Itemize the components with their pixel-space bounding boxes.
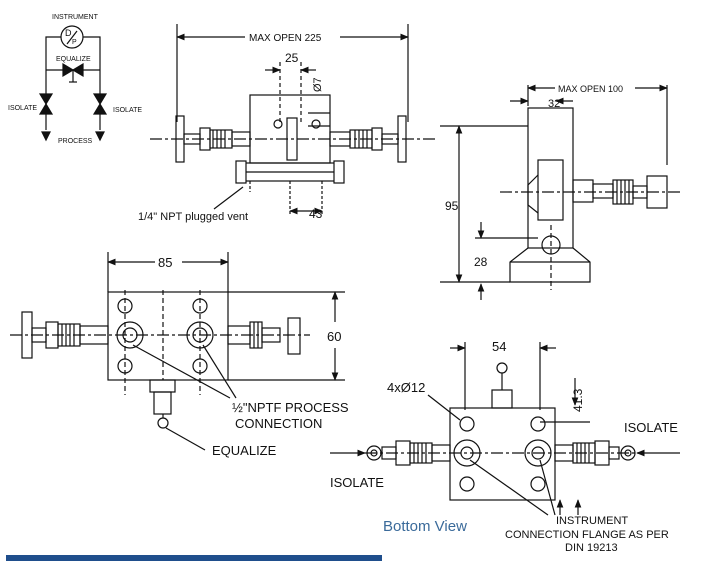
front-dim-25: 25 — [285, 51, 299, 65]
front-max-open-label: MAX OPEN 225 — [249, 33, 322, 44]
top-valve-body — [107, 291, 229, 381]
isolate-valve-right-icon — [92, 93, 108, 115]
bottom-isolate-right-label: ISOLATE — [624, 420, 678, 435]
front-dim-hole: Ø7 — [312, 77, 324, 92]
top-process-connection-line2: CONNECTION — [235, 416, 322, 431]
schematic-isolate-left-label: ISOLATE — [8, 105, 37, 112]
front-view: MAX OPEN 225 25 Ø7 — [138, 24, 435, 223]
top-view: 85 60 EQUALIZE — [10, 252, 349, 458]
dp-bottom-label: P — [72, 39, 77, 46]
schematic-equalize-label: EQUALIZE — [56, 56, 91, 63]
front-stem — [286, 117, 298, 161]
schematic-isolate-right-label: ISOLATE — [113, 107, 142, 114]
footer-accent-bar — [6, 555, 382, 561]
top-dim-60: 60 — [327, 329, 341, 344]
schematic-instrument-label: INSTRUMENT — [52, 14, 99, 21]
front-valve-body — [249, 94, 331, 164]
side-max-open-label: MAX OPEN 100 — [558, 84, 623, 94]
side-view: MAX OPEN 100 32 95 28 — [440, 84, 680, 300]
top-process-port-left-icon — [116, 321, 144, 349]
top-equalize-label: EQUALIZE — [212, 443, 277, 458]
bottom-view: 54 4xØ12 41.3 ISOLATE — [330, 339, 680, 554]
top-dim-85: 85 — [158, 255, 172, 270]
front-dim-43: 43 — [309, 207, 323, 221]
bottom-view-title: Bottom View — [383, 518, 467, 535]
top-right-handwheel — [287, 317, 301, 355]
top-process-connection-line1: ½"NPTF PROCESS — [232, 400, 349, 415]
front-vent-label: 1/4" NPT plugged vent — [138, 211, 248, 223]
bottom-isolate-left-label: ISOLATE — [330, 475, 384, 490]
bottom-valve-body — [449, 407, 556, 501]
bottom-right-knob-icon — [620, 445, 636, 461]
bottom-flange-line3: DIN 19213 — [565, 542, 618, 554]
bottom-dim-413: 41.3 — [571, 388, 585, 412]
bottom-dim-54: 54 — [492, 339, 506, 354]
side-dim-95: 95 — [445, 199, 459, 213]
front-hole-icon — [273, 119, 283, 129]
schematic: INSTRUMENT D P EQUALIZE ISOLATE ISOLATE … — [8, 14, 142, 145]
isolate-valve-left-icon — [38, 93, 54, 115]
side-dim-32: 32 — [548, 98, 560, 110]
dp-top-label: D — [65, 28, 72, 38]
side-valve-body — [527, 107, 574, 249]
bottom-flange-line1: INSTRUMENT — [556, 515, 628, 527]
top-equalize-knob-icon — [157, 417, 169, 429]
bottom-holes-label: 4xØ12 — [387, 380, 425, 395]
side-dim-28: 28 — [474, 255, 488, 269]
bottom-flange-line2: CONNECTION FLANGE AS PER — [505, 529, 669, 541]
schematic-process-label: PROCESS — [58, 138, 93, 145]
top-equalize-valve — [153, 391, 172, 415]
bottom-left-knob-icon — [366, 445, 382, 461]
